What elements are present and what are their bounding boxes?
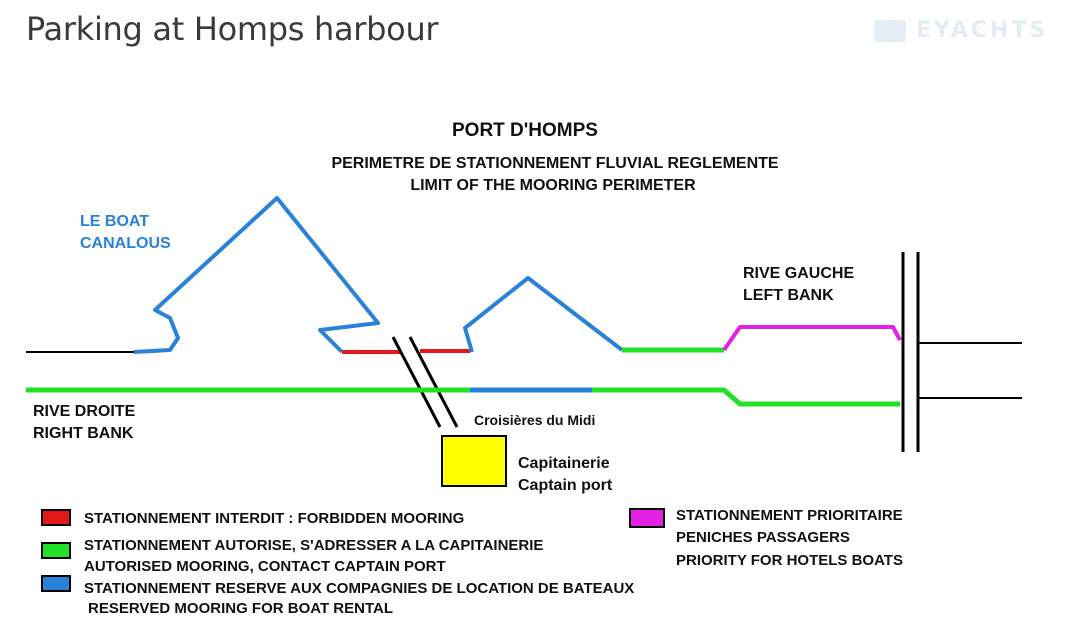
capitainerie-label: Capitainerie (518, 455, 610, 472)
priority-mooring-zone (722, 325, 902, 352)
legend-priority-text-2: PENICHES PASSAGERS (676, 529, 850, 546)
legend-reserved-swatch (41, 575, 71, 592)
left-bank-label: LEFT BANK (743, 287, 834, 304)
legend-authorised-text-1: STATIONNEMENT AUTORISE, S'ADRESSER A LA … (84, 537, 543, 554)
canalous-label: CANALOUS (80, 235, 171, 252)
legend-reserved-text-2: RESERVED MOORING FOR BOAT RENTAL (88, 600, 393, 617)
le-boat-reserved-zone (133, 196, 380, 354)
legend-priority-text-3: PRIORITY FOR HOTELS BOATS (676, 552, 903, 569)
brand-logo-icon (874, 19, 906, 42)
rive-droite-label: RIVE DROITE (33, 403, 136, 420)
bridge-line-2 (408, 336, 459, 428)
legend-forbidden-swatch (41, 509, 71, 526)
page-title: Parking at Homps harbour (26, 10, 439, 48)
bridge-line-1 (391, 336, 442, 428)
legend-authorised-swatch (41, 542, 71, 559)
right-bank-label: RIGHT BANK (33, 425, 134, 442)
legend-priority-swatch (629, 508, 665, 528)
croisieres-label: Croisières du Midi (474, 412, 595, 428)
map-subtitle-fr: PERIMETRE DE STATIONNEMENT FLUVIAL REGLE… (331, 155, 778, 172)
rive-gauche-label: RIVE GAUCHE (743, 265, 854, 282)
reserved-zone-triangle (463, 276, 624, 353)
map-title: PORT D'HOMPS (452, 120, 598, 141)
capitainerie-building (441, 435, 507, 487)
le-boat-label: LE BOAT (80, 213, 149, 230)
legend-forbidden-text: STATIONNEMENT INTERDIT : FORBIDDEN MOORI… (84, 510, 464, 527)
brand-watermark: EYACHTS (874, 18, 1048, 43)
authorised-mooring-right-bank-east (592, 387, 900, 407)
legend-authorised-text-2: AUTORISED MOORING, CONTACT CAPTAIN PORT (84, 558, 446, 575)
brand-name: EYACHTS (916, 18, 1049, 43)
legend-reserved-text-1: STATIONNEMENT RESERVE AUX COMPAGNIES DE … (84, 580, 634, 597)
legend-priority-text-1: STATIONNEMENT PRIORITAIRE (676, 507, 903, 524)
map-subtitle-en: LIMIT OF THE MOORING PERIMETER (410, 177, 696, 194)
captain-port-label: Captain port (518, 477, 613, 494)
